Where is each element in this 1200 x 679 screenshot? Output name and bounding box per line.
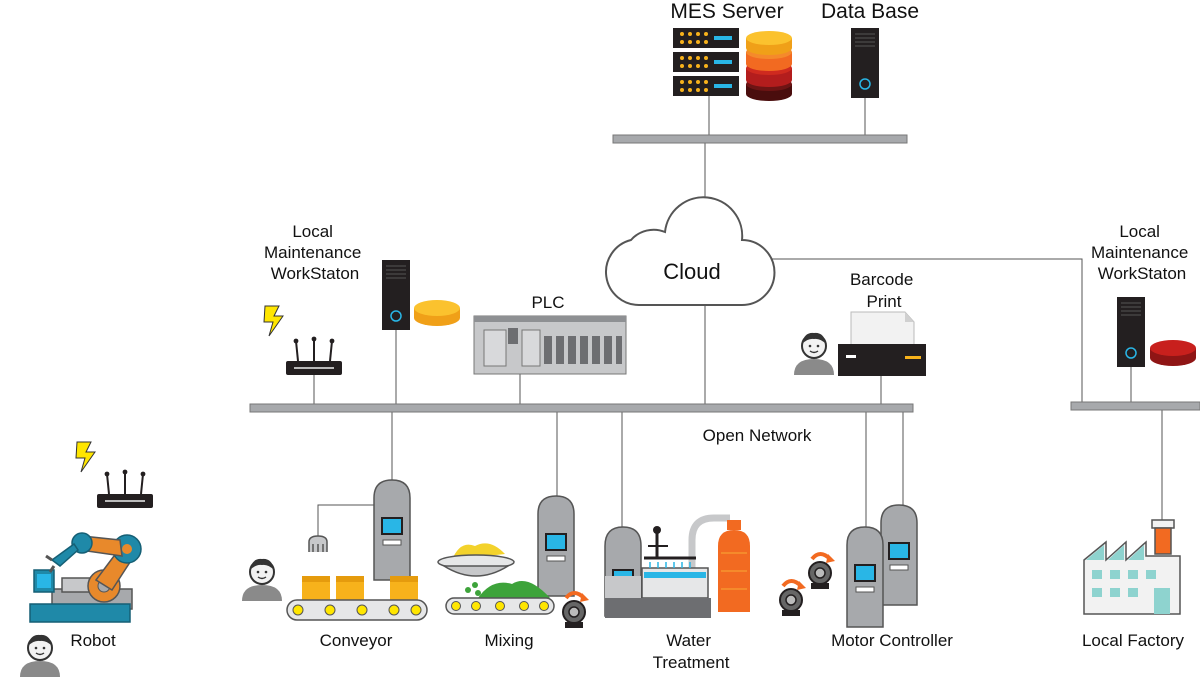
tower-server-icon (1116, 296, 1146, 368)
pump-icon (778, 579, 808, 618)
mes-server-label: MES Server (670, 0, 783, 23)
robot-arm-icon (29, 532, 142, 623)
sensor-icon (308, 535, 328, 552)
printer-icon (838, 311, 926, 376)
mixing-label: Mixing (484, 631, 533, 650)
local-ws-left-label: Local Maintenance WorkStaton (264, 222, 366, 283)
database-disk-icon (1150, 340, 1196, 366)
lightning-icon (75, 441, 96, 473)
database-disk-icon (414, 300, 460, 326)
database-label: Data Base (821, 0, 919, 23)
right-bus (1070, 401, 1200, 411)
open-network-bus (249, 403, 914, 413)
pump-icon (561, 591, 591, 630)
motor-label: Motor Controller (831, 631, 953, 650)
lightning-icon (263, 305, 284, 337)
router-icon (285, 335, 343, 376)
database-stack-icon (746, 31, 792, 101)
conveyor-icon (286, 576, 428, 621)
cloud-label: Cloud (663, 259, 720, 284)
control-cabinet-icon (846, 526, 884, 628)
user-icon (241, 557, 283, 602)
control-cabinet-icon (880, 504, 918, 606)
plc-icon (473, 315, 627, 375)
factory-label: Local Factory (1082, 631, 1185, 650)
control-cabinet-icon (537, 495, 575, 597)
user-icon (19, 633, 61, 678)
server-rack-icon (673, 28, 739, 96)
user-icon (793, 331, 835, 376)
tower-server-icon (850, 27, 880, 99)
gas-cylinder-icon (718, 520, 750, 612)
control-cabinet-icon (373, 479, 411, 581)
water-tank-icon (605, 514, 730, 618)
pump-icon (807, 552, 837, 591)
network-lines (313, 95, 1163, 540)
cloud-icon (605, 196, 776, 307)
mes-bus (612, 134, 908, 144)
plc-label: PLC (531, 293, 564, 312)
router-icon (96, 468, 154, 509)
water-label: Water Treatment (653, 631, 730, 672)
open-network-label: Open Network (703, 426, 812, 445)
factory-icon (1083, 519, 1181, 615)
tower-server-icon (381, 259, 411, 331)
local-ws-right-label: Local Maintenance WorkStaton (1091, 222, 1193, 283)
barcode-label: Barcode Print (850, 270, 918, 311)
robot-label: Robot (70, 631, 116, 650)
mixer-bowl-icon (437, 543, 515, 577)
conveyor-label: Conveyor (320, 631, 393, 650)
conveyor-icon (445, 581, 555, 615)
